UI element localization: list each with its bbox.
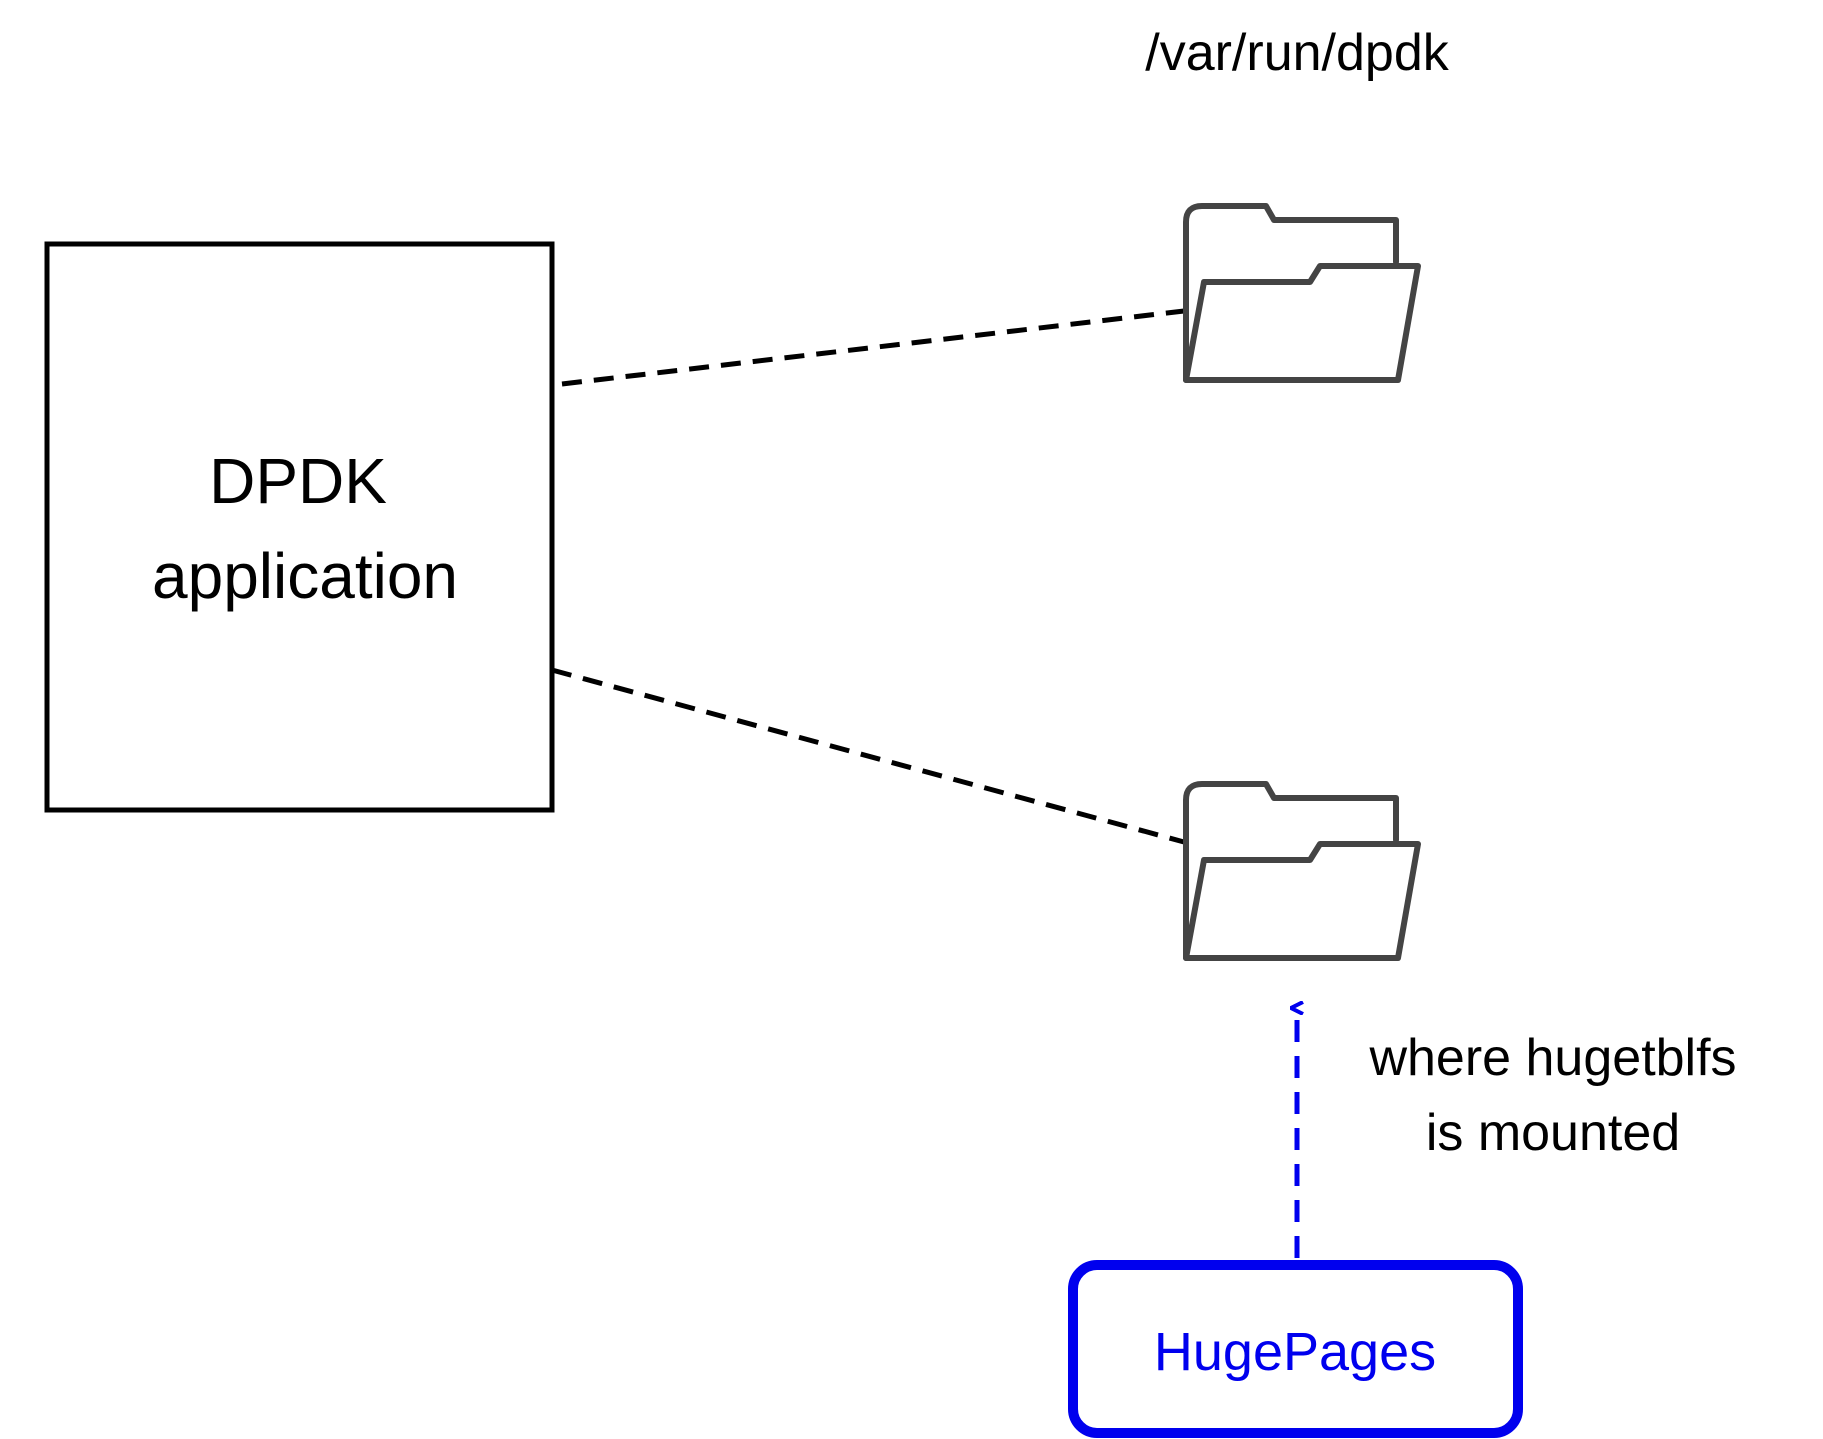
folder-path-label: /var/run/dpdk <box>1145 24 1449 82</box>
folder-open-icon <box>1183 203 1421 383</box>
mount-note-line1: where hugetblfs <box>1368 1029 1736 1087</box>
hugepages-box: HugePages <box>1068 1260 1523 1438</box>
connector-app-top-folder <box>561 308 1185 387</box>
dpdk-application-box: DPDK application <box>44 241 555 813</box>
mount-note-line2: is mounted <box>1426 1104 1680 1162</box>
app-label-line2: application <box>152 540 458 612</box>
folder-open-icon <box>1183 781 1421 961</box>
connector-app-bottom-folder <box>551 667 1185 845</box>
hugepages-label: HugePages <box>1154 1322 1436 1382</box>
app-label-line1: DPDK <box>209 445 387 517</box>
